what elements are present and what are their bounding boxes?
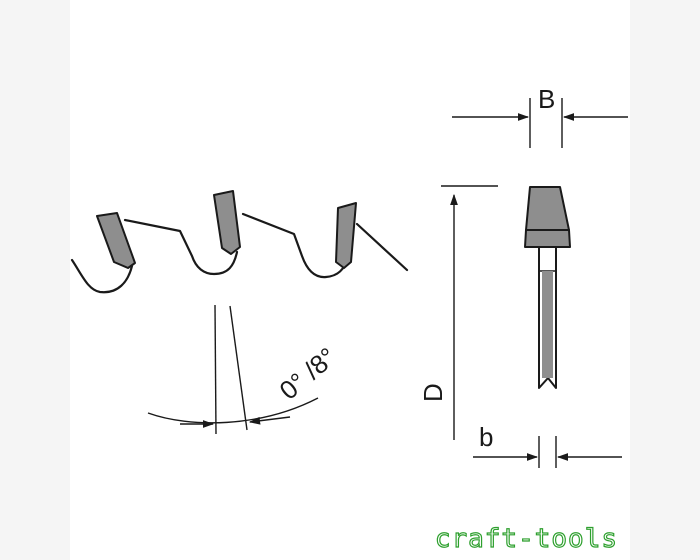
tooth-3 — [335, 202, 357, 269]
diagram-canvas — [70, 0, 630, 560]
kerf-width-dimension — [452, 98, 628, 148]
angle-label: 0° /8° — [274, 341, 342, 405]
brand-logo: craft-tools — [434, 523, 618, 554]
tooth-2 — [213, 190, 241, 255]
diameter-label: D — [418, 383, 448, 402]
hook-angle-marker — [147, 304, 319, 435]
tooth-base — [524, 229, 571, 248]
tooth-1 — [96, 212, 136, 269]
body-thickness-dimension — [473, 436, 622, 468]
blade-side-profile — [524, 186, 571, 389]
carbide-teeth — [96, 190, 357, 269]
diameter-dimension — [441, 185, 498, 440]
body-thickness-label: b — [479, 422, 493, 452]
tooth-side — [525, 186, 570, 231]
kerf-width-label: B — [538, 84, 555, 114]
